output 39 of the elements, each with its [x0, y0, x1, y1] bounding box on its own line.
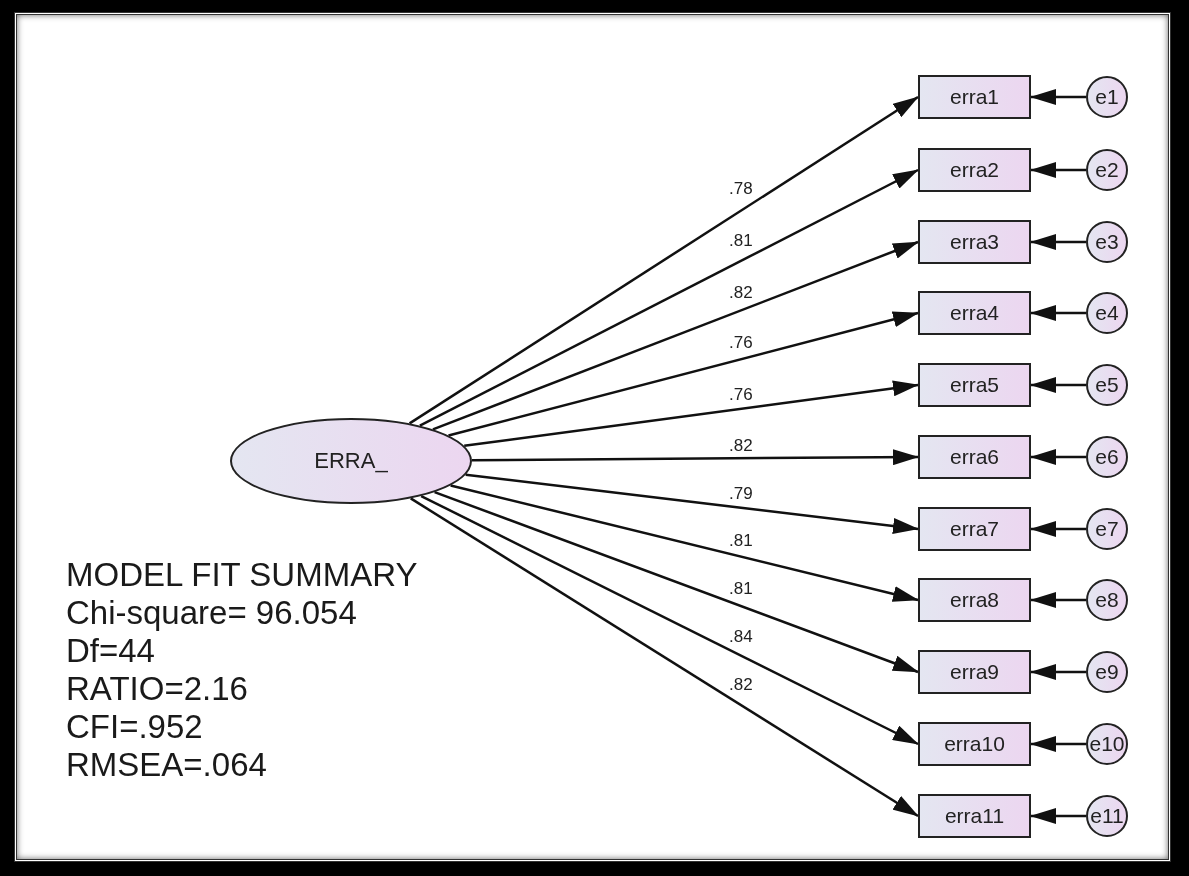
arrow	[434, 490, 919, 674]
arrow	[1030, 664, 1086, 680]
observed-variable-box: erra11	[918, 794, 1031, 838]
fit-statistic: CFI=.952	[66, 708, 203, 746]
arrow	[1030, 377, 1086, 393]
observed-variable-box: erra6	[918, 435, 1031, 479]
arrow	[450, 484, 919, 602]
arrow	[432, 240, 919, 431]
observed-variable-box: erra2	[918, 148, 1031, 192]
arrow	[1030, 89, 1086, 105]
observed-variable-box: erra1	[918, 75, 1031, 119]
arrow	[471, 449, 919, 466]
arrow	[410, 497, 919, 818]
arrow	[1030, 736, 1086, 752]
observed-variable-box: erra8	[918, 578, 1031, 622]
fit-statistic: RMSEA=.064	[66, 746, 267, 784]
observed-variable-box: erra9	[918, 650, 1031, 694]
arrow	[420, 494, 919, 746]
observed-variable-box: erra7	[918, 507, 1031, 551]
observed-variable-box: erra4	[918, 291, 1031, 335]
arrow	[1030, 162, 1086, 178]
arrow	[1030, 808, 1086, 824]
arrow	[1030, 234, 1086, 250]
arrow	[419, 168, 919, 427]
arrow	[1030, 592, 1086, 608]
fit-statistic: Chi-square= 96.054	[66, 594, 357, 632]
arrow	[1030, 521, 1086, 537]
arrow	[464, 380, 919, 448]
observed-variable-box: erra3	[918, 220, 1031, 264]
fit-statistic: Df=44	[66, 632, 155, 670]
arrow	[448, 311, 919, 437]
observed-variable-box: erra5	[918, 363, 1031, 407]
arrow	[1030, 449, 1086, 465]
fit-statistic: RATIO=2.16	[66, 670, 248, 708]
arrow	[1030, 305, 1086, 321]
arrow	[465, 473, 919, 534]
summary-heading: MODEL FIT SUMMARY	[66, 556, 418, 594]
observed-variable-box: erra10	[918, 722, 1031, 766]
arrow	[408, 95, 919, 425]
